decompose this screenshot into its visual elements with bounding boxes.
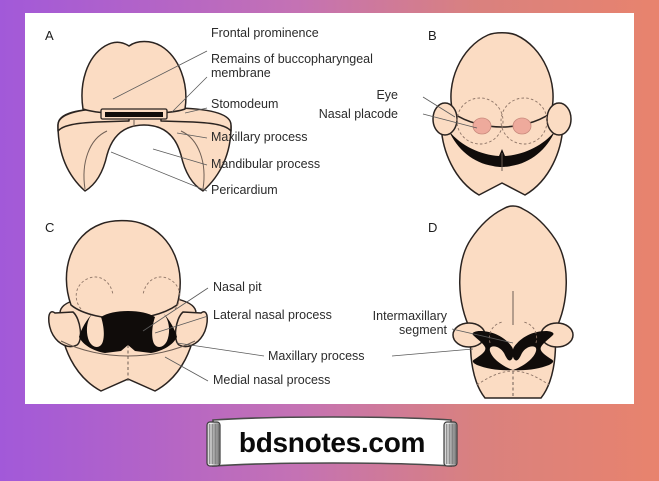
panel-a-stomodeum: [105, 112, 163, 117]
label-stomodeum: Stomodeum: [211, 97, 278, 111]
panel-a-frontal-prominence: [81, 40, 187, 115]
label-nasal-pit: Nasal pit: [213, 280, 262, 294]
panel-c-maxillary-right: [174, 311, 208, 348]
label-maxillary-process-a: Maxillary process: [211, 130, 308, 144]
panel-c-nasal-pit-stomodeum: [79, 311, 177, 353]
figure-white-panel: A: [25, 13, 634, 404]
label-nasal-placode: Nasal placode: [319, 107, 398, 121]
label-frontal-prominence: Frontal prominence: [211, 26, 319, 40]
panel-d-lower-dashed: [476, 370, 550, 386]
panel-a: A: [45, 26, 373, 197]
panel-b-nasal-placode-left: [472, 117, 492, 135]
label-buccopharyngeal-line1: Remains of buccopharyngeal: [211, 52, 373, 66]
panel-c-frontal-prominence: [65, 219, 181, 320]
panel-d-letter: D: [428, 220, 437, 235]
panel-c-maxillary-left: [48, 311, 82, 348]
label-buccopharyngeal-line2: membrane: [211, 66, 271, 80]
panel-c-dashed-left: [75, 276, 114, 310]
banner-roller-right: [443, 421, 458, 467]
panel-c-lower-contour: [60, 340, 196, 357]
panel-b-frontal-prominence: [450, 32, 554, 128]
panel-b-nasal-disc-right: [500, 97, 548, 145]
leader-medial-nasal-process: [164, 356, 209, 382]
leader-intermaxillary: [451, 328, 514, 344]
panel-b-letter: B: [428, 28, 437, 43]
panel-b-maxillary-right: [546, 102, 572, 136]
banner-sheet: [212, 416, 452, 467]
banner-roller-left: [206, 421, 221, 467]
panel-c-dashed-right: [142, 276, 181, 310]
label-mandibular-process: Mandibular process: [211, 157, 320, 171]
leader-buccopharyngeal: [171, 76, 208, 113]
panel-b: B Eye Nasal plac: [319, 28, 572, 196]
label-maxillary-process-cd: Maxillary process: [268, 349, 365, 363]
watermark-banner: bdsnotes.com: [203, 414, 461, 472]
leader-mandibular-a: [152, 148, 208, 166]
leader-frontal-prominence: [112, 50, 208, 100]
embryo-development-figure: A: [45, 26, 574, 399]
leader-nasal-placode: [422, 113, 478, 129]
banner-roller-left-stripes: [209, 424, 219, 464]
panel-d: D Intermaxillary segment: [373, 205, 574, 399]
leader-eye: [422, 96, 456, 118]
label-intermaxillary-line1: Intermaxillary: [373, 309, 448, 323]
label-lateral-nasal-process: Lateral nasal process: [213, 308, 332, 322]
panel-c: C Nasal pit: [45, 219, 365, 392]
panel-d-dashed-right: [522, 321, 538, 344]
panel-a-arch-right: [180, 130, 205, 190]
panel-b-stomodeum: [449, 131, 555, 167]
panel-a-letter: A: [45, 28, 54, 43]
panel-b-nasal-disc-left: [456, 97, 504, 145]
leader-stomodeum: [184, 107, 208, 114]
leader-lateral-nasal-process: [154, 315, 209, 334]
panel-c-letter: C: [45, 220, 54, 235]
panel-b-maxillary-left: [432, 102, 458, 136]
leader-maxillary-a: [176, 132, 208, 139]
leader-nasal-pit: [142, 287, 209, 332]
leader-pericardium: [110, 151, 208, 192]
banner-shape: [206, 416, 458, 467]
panel-b-nasal-placode-right: [512, 117, 532, 135]
label-intermaxillary-line2: segment: [399, 323, 447, 337]
leader-maxillary-process-d: [391, 348, 474, 357]
panel-d-dashed-left: [488, 321, 504, 344]
panel-a-arch-left: [83, 130, 108, 190]
label-medial-nasal-process: Medial nasal process: [213, 373, 330, 387]
panel-a-maxillary-right: [160, 107, 232, 132]
label-eye: Eye: [376, 88, 398, 102]
label-pericardium: Pericardium: [211, 183, 278, 197]
leader-maxillary-process-c: [176, 342, 265, 357]
banner-roller-right-stripes: [446, 424, 456, 464]
panel-d-stomodeum-right: [512, 331, 554, 371]
